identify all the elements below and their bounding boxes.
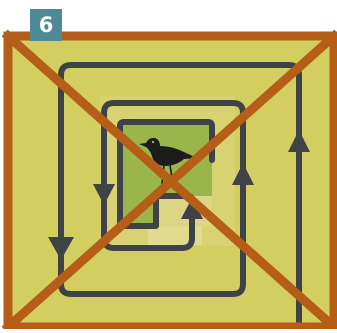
step-number-label: 6	[39, 13, 54, 37]
step-number-badge: 6	[30, 9, 62, 41]
